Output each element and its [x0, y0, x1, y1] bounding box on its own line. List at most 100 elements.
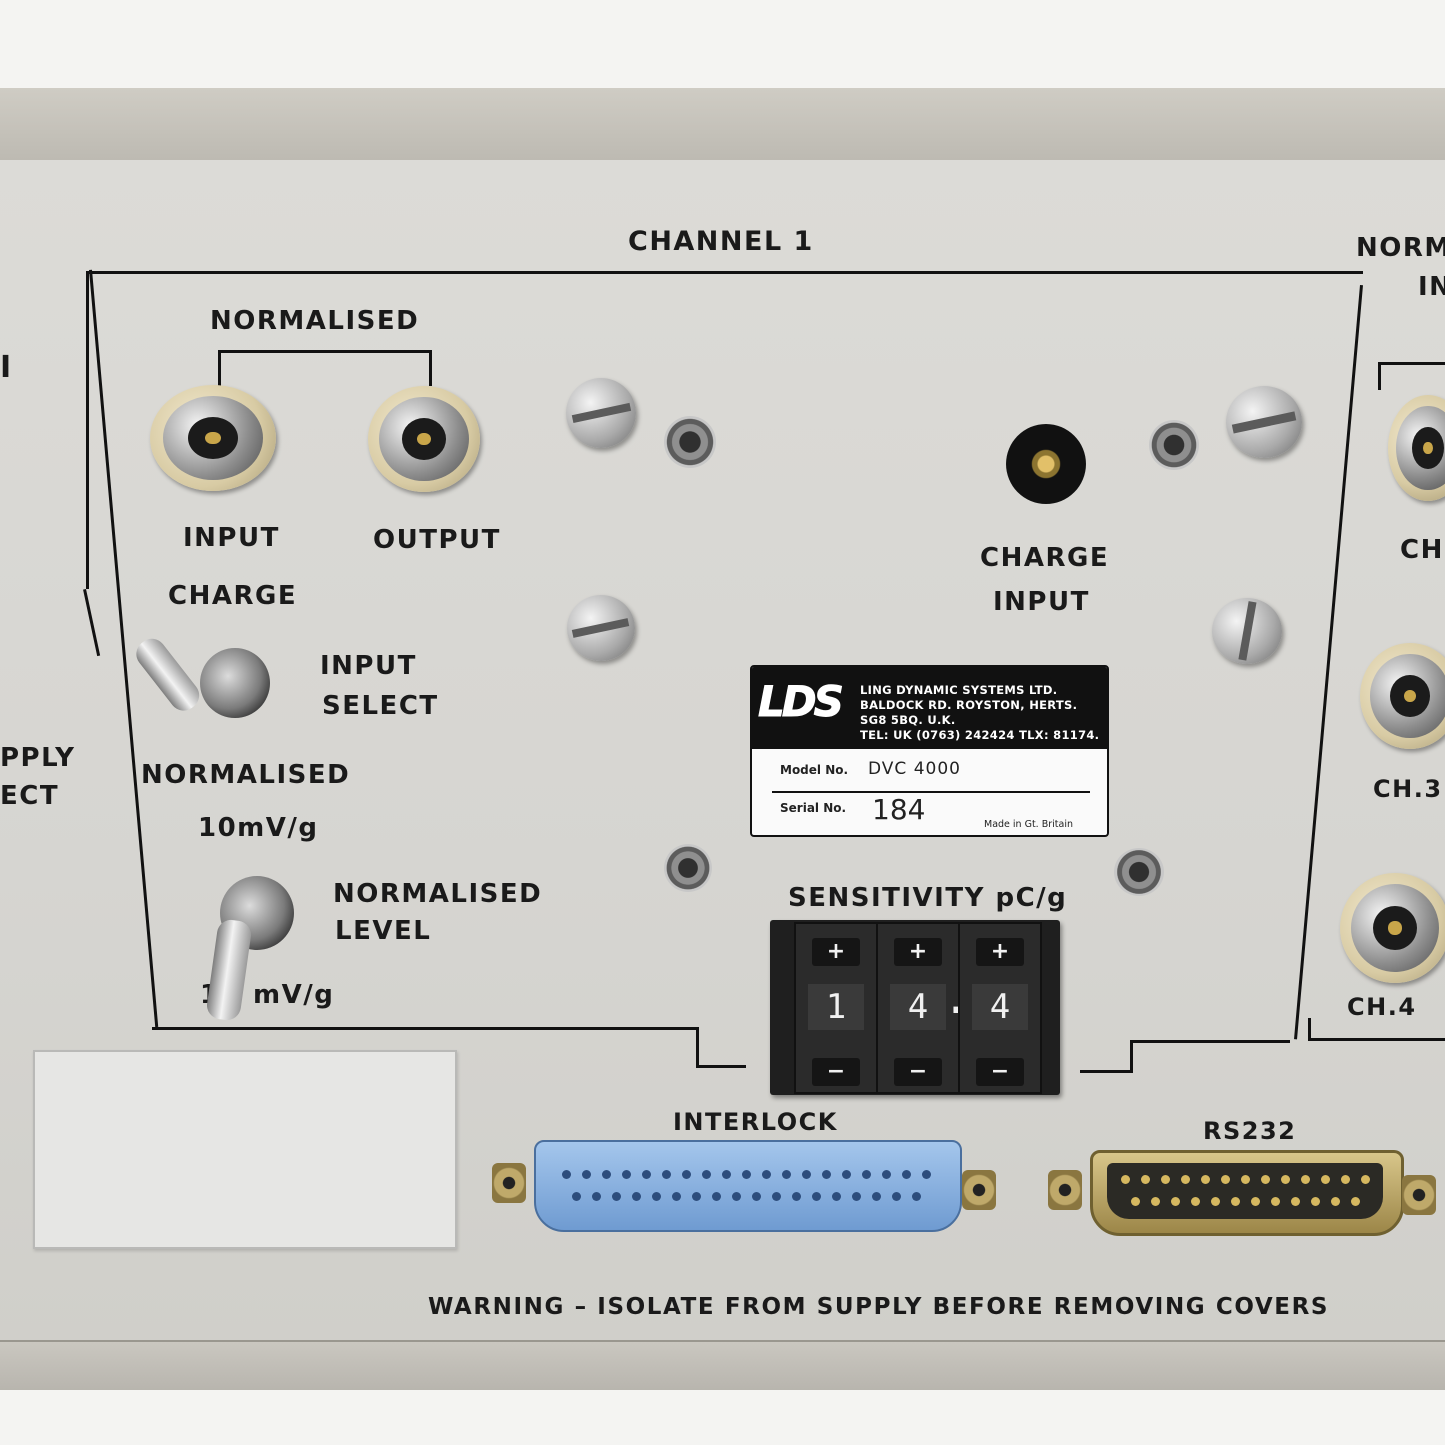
interlock-pin-hole [772, 1192, 781, 1201]
rs232-label: RS232 [1203, 1117, 1297, 1145]
normalised-bracket-left [218, 350, 221, 386]
digit-1-plus-button[interactable]: + [812, 938, 860, 966]
interlock-pin-hole [792, 1192, 801, 1201]
digit-2-plus-button[interactable]: + [894, 938, 942, 966]
output-label: OUTPUT [373, 525, 501, 555]
digit-2-minus-button[interactable]: − [894, 1058, 942, 1086]
top-cover-edge [0, 88, 1445, 163]
charge-label: CHARGE [168, 581, 298, 611]
input-select-toggle-base [200, 648, 270, 718]
rs232-connector[interactable] [1090, 1150, 1404, 1236]
bottom-cover-edge [0, 1340, 1445, 1390]
normalised-header: NORMALISED [210, 306, 420, 336]
ch4-bnc[interactable] [1340, 873, 1445, 983]
rs232-insert [1107, 1163, 1383, 1219]
rs232-pin [1201, 1175, 1210, 1184]
frame-bottom-left [152, 1027, 697, 1030]
frame-top [86, 271, 1363, 274]
rs232-pin [1361, 1175, 1370, 1184]
company-contact: TEL: UK (0763) 242424 TLX: 81174. [860, 728, 1100, 742]
indicator-led-1 [664, 416, 716, 468]
nameplate-header: LDS LING DYNAMIC SYSTEMS LTD. BALDOCK RD… [752, 667, 1107, 749]
company-address-2: SG8 5BQ. U.K. [860, 713, 956, 727]
interlock-connector[interactable] [534, 1140, 962, 1232]
warning-text: WARNING – ISOLATE FROM SUPPLY BEFORE REM… [428, 1294, 1330, 1320]
interlock-pin-hole [912, 1192, 921, 1201]
rs232-pin [1281, 1175, 1290, 1184]
interlock-pin-hole [702, 1170, 711, 1179]
rs232-pin [1321, 1175, 1330, 1184]
interlock-pin-hole [562, 1170, 571, 1179]
frame-notch-left-v [696, 1027, 699, 1067]
rs232-pin [1291, 1197, 1300, 1206]
lds-nameplate: LDS LING DYNAMIC SYSTEMS LTD. BALDOCK RD… [750, 665, 1109, 837]
interlock-pin-hole [612, 1192, 621, 1201]
made-in-label: Made in Gt. Britain [984, 819, 1073, 830]
panel-screw-2 [567, 595, 635, 661]
ch3-bnc[interactable] [1360, 643, 1445, 749]
interlock-pin-hole [902, 1170, 911, 1179]
digit-2-value: 4 [890, 984, 946, 1030]
rs232-pin [1351, 1197, 1360, 1206]
interlock-pin-hole [802, 1170, 811, 1179]
rs232-pin [1251, 1197, 1260, 1206]
ch2-bnc[interactable] [1388, 395, 1445, 501]
rs232-pin [1341, 1175, 1350, 1184]
interlock-standoff-right [962, 1170, 996, 1210]
interlock-pin-hole [782, 1170, 791, 1179]
blank-cover-plate [33, 1050, 457, 1249]
interlock-pin-hole [692, 1192, 701, 1201]
interlock-standoff-left [492, 1163, 526, 1203]
rs232-pin [1231, 1197, 1240, 1206]
rs232-pin [1241, 1175, 1250, 1184]
panel-screw-4 [1212, 598, 1282, 664]
indicator-led-2 [1149, 420, 1199, 470]
interlock-pin-hole [572, 1192, 581, 1201]
channel-title: CHANNEL 1 [628, 226, 814, 257]
normalised-bracket-right [429, 350, 432, 386]
right-norm-fragment: NORM [1356, 233, 1445, 263]
sensitivity-thumbwheel: + 1 − + 4 − . + 4 − [770, 920, 1060, 1095]
interlock-pin-hole [832, 1192, 841, 1201]
interlock-pin-hole [652, 1192, 661, 1201]
normalised-output-bnc[interactable] [368, 386, 480, 492]
normalised-level-label-2: LEVEL [335, 916, 432, 946]
charge-input-connector[interactable] [1006, 424, 1086, 504]
digit-1-minus-button[interactable]: − [812, 1058, 860, 1086]
interlock-pin-hole [842, 1170, 851, 1179]
level-10mv-label: 10mV/g [198, 813, 319, 843]
normalised-input-bnc[interactable] [150, 385, 276, 491]
charge-input-label-1: CHARGE [980, 543, 1110, 573]
nameplate-divider [772, 791, 1090, 793]
rs232-pin [1151, 1197, 1160, 1206]
normalised-level-label-1: NORMALISED [333, 879, 543, 909]
interlock-pin-hole [872, 1192, 881, 1201]
rs232-pin [1301, 1175, 1310, 1184]
model-label: Model No. [780, 763, 849, 777]
digit-3-minus-button[interactable]: − [976, 1058, 1024, 1086]
interlock-pin-hole [672, 1192, 681, 1201]
thumbwheel-digit-1-cell: + 1 − [794, 922, 878, 1094]
right-ch3-fragment: CH.3 [1373, 775, 1443, 803]
right-bracket-bottom-left [1308, 1018, 1311, 1040]
interlock-pin-hole [622, 1170, 631, 1179]
charge-input-label-2: INPUT [993, 587, 1090, 617]
left-supply-fragment: PPLY [0, 743, 76, 773]
interlock-pin-hole [852, 1192, 861, 1201]
sensitivity-label: SENSITIVITY pC/g [788, 883, 1068, 913]
input-select-label-1: INPUT [320, 651, 417, 681]
interlock-pin-hole [922, 1170, 931, 1179]
right-bracket-bottom [1308, 1038, 1445, 1041]
interlock-pin-hole [582, 1170, 591, 1179]
left-fragment-top: I [0, 350, 13, 385]
digit-3-plus-button[interactable]: + [976, 938, 1024, 966]
serial-label: Serial No. [780, 801, 847, 815]
normalised-bracket-top [218, 350, 432, 353]
rs232-pin [1141, 1175, 1150, 1184]
rs232-pin [1131, 1197, 1140, 1206]
interlock-pin-hole [882, 1170, 891, 1179]
right-ch4-label: CH.4 [1347, 993, 1417, 1021]
interlock-pin-hole [742, 1170, 751, 1179]
right-in-fragment: IN [1418, 272, 1445, 302]
interlock-pin-hole [722, 1170, 731, 1179]
